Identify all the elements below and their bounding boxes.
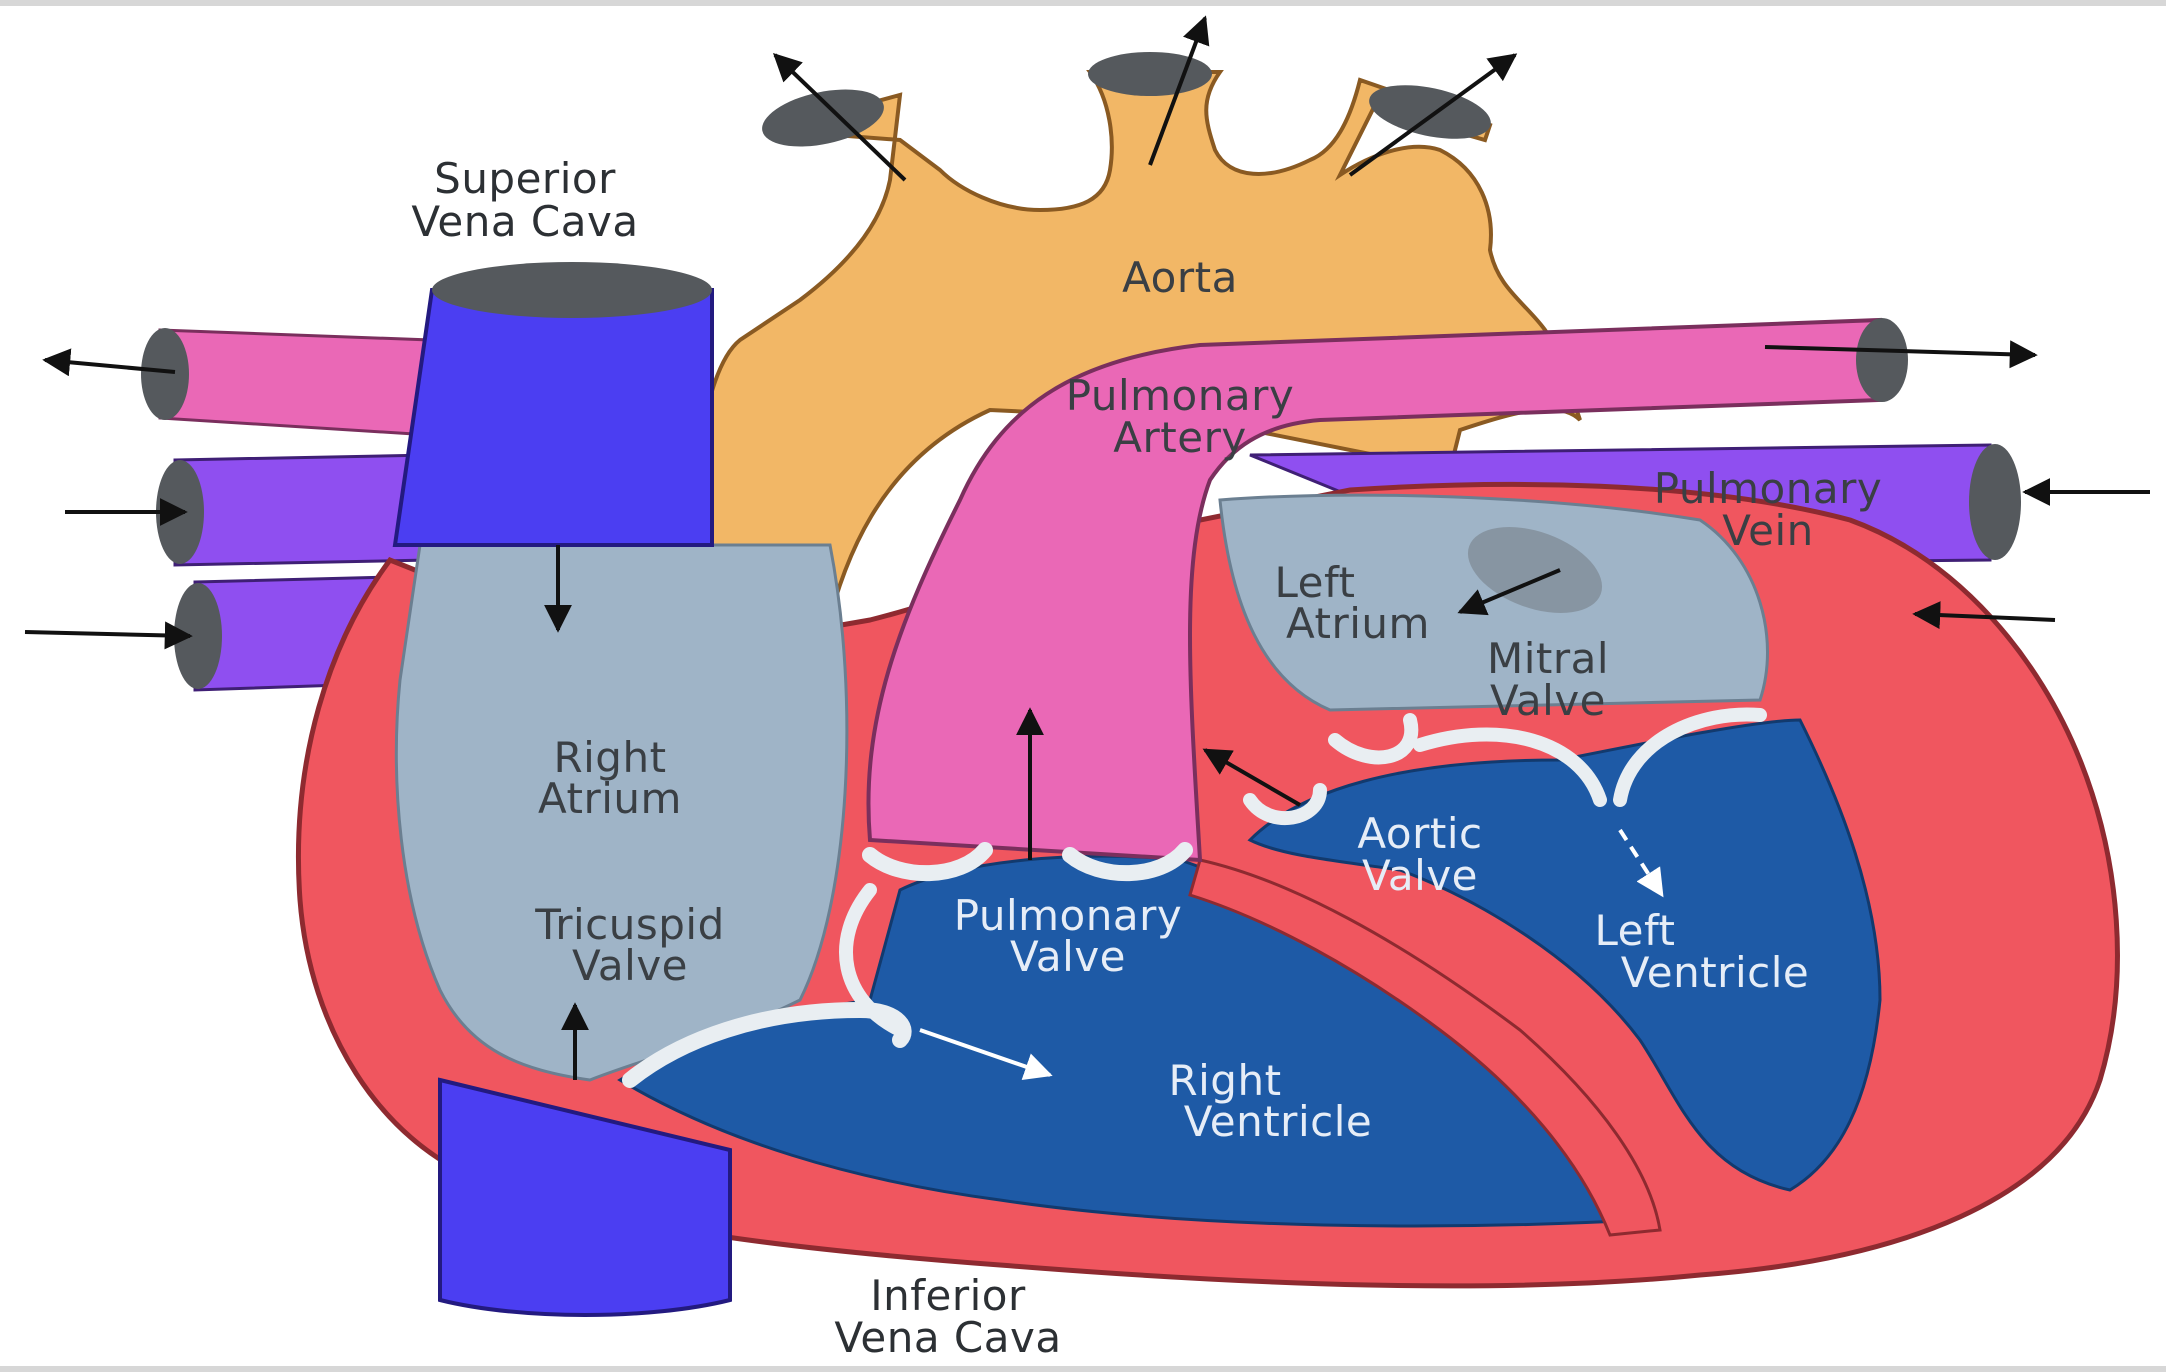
left-atrium-chamber — [1218, 493, 1769, 712]
label-left-ventricle-line1: Left — [1594, 906, 1675, 955]
labels: Superior Vena Cava Aorta Pulmonary Arter… — [411, 154, 1882, 1362]
label-inferior-vena-cava-line1: Inferior — [870, 1271, 1026, 1320]
top-border — [0, 0, 2166, 6]
label-pulmonary-valve-line1: Pulmonary — [954, 891, 1182, 940]
left-pulmonary-artery-branch — [141, 328, 432, 437]
blood-flow-arrows — [24, 15, 2150, 1080]
right-ventricle-flow-arrow — [919, 1028, 1053, 1080]
left-pulmonary-artery-arrow — [42, 348, 176, 377]
label-left-atrium-line2: Atrium — [1286, 599, 1430, 648]
left-pulmonary-vein-arrow-lower — [24, 621, 193, 650]
pulmonary-vein-opening — [1467, 527, 1603, 613]
label-mitral-valve-line2: Valve — [1490, 676, 1606, 725]
label-right-atrium-line1: Right — [553, 733, 666, 782]
pulmonary-vein-to-atrium-arrow — [1457, 568, 1561, 616]
label-pulmonary-vein-line1: Pulmonary — [1654, 464, 1882, 513]
label-pulmonary-artery-line2: Artery — [1113, 413, 1246, 462]
aorta-branch-arrow-left — [772, 53, 907, 182]
label-aortic-valve-line2: Valve — [1362, 851, 1478, 900]
right-atrium-chamber — [394, 543, 849, 1082]
right-pulmonary-artery-arrow — [1764, 340, 2038, 369]
label-left-atrium-line1: Left — [1274, 558, 1355, 607]
label-tricuspid-valve-line2: Valve — [572, 941, 688, 990]
pulmonary-artery — [866, 317, 1908, 863]
bottom-border — [0, 1366, 2166, 1372]
inferior-vena-cava — [438, 1077, 732, 1317]
label-inferior-vena-cava-line2: Vena Cava — [834, 1313, 1061, 1362]
aorta-outflow-arrow — [1202, 748, 1302, 807]
label-pulmonary-artery-line1: Pulmonary — [1066, 371, 1294, 420]
label-pulmonary-valve-line2: Valve — [1010, 932, 1126, 981]
label-aorta: Aorta — [1122, 253, 1238, 302]
superior-vena-cava — [392, 262, 714, 547]
aorta-branch-arrow-center — [1148, 15, 1210, 166]
label-pulmonary-vein-line2: Vein — [1722, 506, 1814, 555]
left-ventricle-flow-arrow — [1618, 828, 1664, 898]
label-aortic-valve-line1: Aortic — [1357, 809, 1482, 858]
right-pulmonary-vein-arrow-lower — [1912, 601, 2056, 630]
label-right-ventricle-line2: Ventricle — [1184, 1097, 1372, 1146]
label-superior-vena-cava-line2: Vena Cava — [411, 197, 638, 246]
valves — [622, 707, 1767, 1088]
septum — [1188, 858, 1662, 1237]
label-right-ventricle-line1: Right — [1168, 1056, 1281, 1105]
label-tricuspid-valve-line1: Tricuspid — [534, 900, 725, 949]
label-mitral-valve-line1: Mitral — [1487, 634, 1609, 683]
aorta-branch-arrow-right — [1348, 53, 1518, 177]
label-right-atrium-line2: Atrium — [538, 774, 682, 823]
label-superior-vena-cava-line1: Superior — [434, 154, 616, 203]
label-left-ventricle-line2: Ventricle — [1621, 948, 1809, 997]
